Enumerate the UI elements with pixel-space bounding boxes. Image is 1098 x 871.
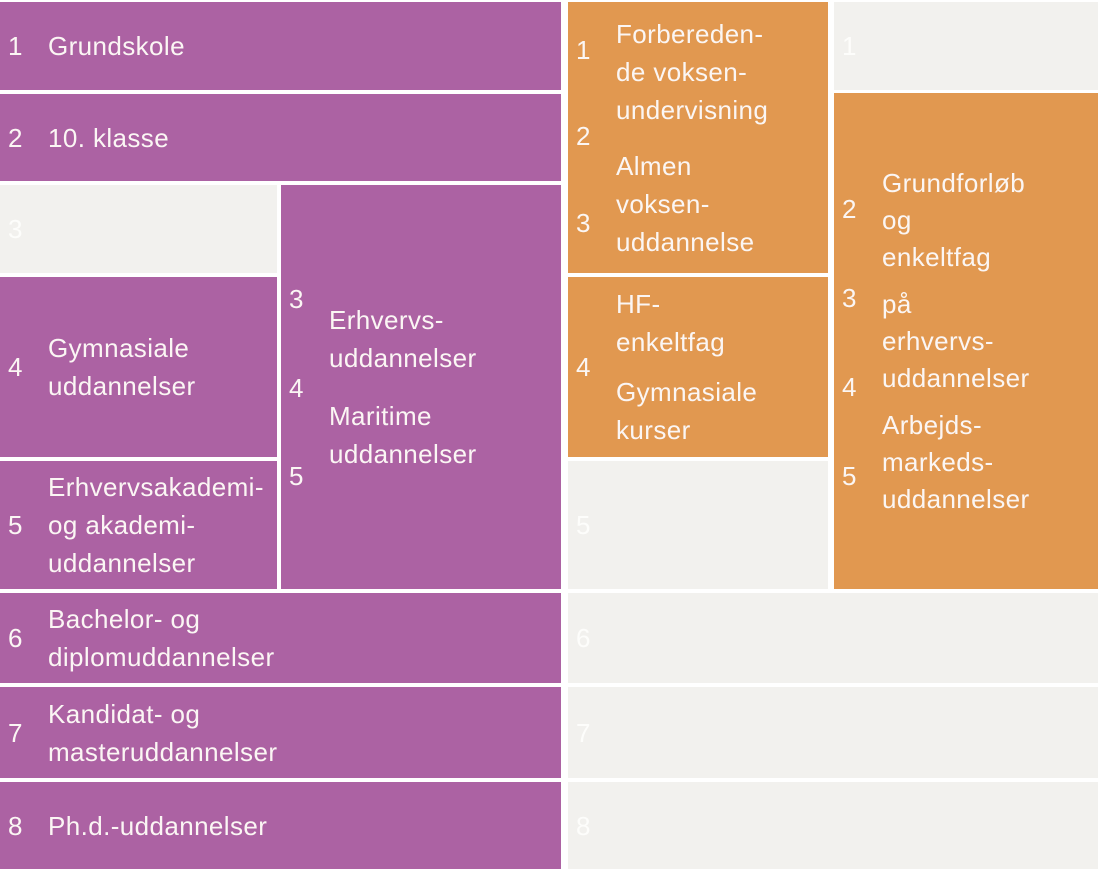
- level-number-1: 1: [8, 31, 23, 61]
- block-hf-label: HF- enkeltfag Gymnasiale kurser: [616, 285, 757, 449]
- block-bachelor-label: Bachelor- og diplomuddannelser: [48, 600, 275, 676]
- level-number-2: 2: [576, 121, 591, 151]
- label-line: Bachelor- og: [48, 604, 201, 634]
- level-number-6: 6: [8, 623, 23, 653]
- level-number-3: 3: [576, 208, 591, 238]
- block-arbejdsmarkedsuddannelser: 2 3 4 5 Grundforløb og enkeltfag på erhv…: [834, 93, 1098, 589]
- block-level5-placeholder: 5: [568, 461, 828, 589]
- block-phd-uddannelser: 8 Ph.d.-uddannelser: [0, 782, 561, 869]
- level-number-5: 5: [842, 461, 857, 491]
- level-number-6-faint: 6: [576, 623, 591, 653]
- block-grundskole-label: Grundskole: [48, 27, 185, 65]
- level-number-3-faint: 3: [8, 214, 23, 244]
- block-10-klasse-label: 10. klasse: [48, 119, 169, 157]
- block-kandidat-master: 7 Kandidat- og masteruddannelser: [0, 687, 561, 778]
- label-line: enkeltfag: [882, 241, 992, 272]
- block-grundskole: 1 Grundskole: [0, 2, 561, 90]
- block-10-klasse: 2 10. klasse: [0, 94, 561, 181]
- label-line: Kandidat- og: [48, 698, 201, 729]
- level-number-4: 4: [576, 352, 591, 382]
- level-number-3: 3: [842, 283, 857, 313]
- label-item-hf-enkeltfag: HF- enkeltfag: [616, 285, 757, 361]
- label-item-maritime-uddannelser: Maritime uddannelser: [329, 397, 477, 473]
- level-number-8-faint: 8: [576, 810, 591, 841]
- label-line: HF-: [616, 289, 661, 319]
- label-line: erhvervs-: [882, 325, 994, 356]
- block-level3-placeholder: 3: [0, 185, 277, 273]
- label-line: uddannelse: [616, 226, 755, 257]
- level-number-1-faint: 1: [842, 31, 857, 61]
- label-line: Gymnasiale: [616, 377, 758, 407]
- level-number-2: 2: [8, 122, 23, 153]
- block-kandidat-label: Kandidat- og masteruddannelser: [48, 695, 277, 771]
- label-line: Almen: [616, 150, 692, 181]
- label-line: Erhvervsakademi-: [48, 472, 264, 502]
- label-line: Gymnasiale: [48, 333, 190, 363]
- label-line: Arbejds-: [882, 409, 983, 440]
- label-item-erhvervsuddannelser: Erhvervs- uddannelser: [329, 301, 477, 377]
- block-erhvervsakademi-label: Erhvervsakademi- og akademi- uddannelser: [48, 468, 264, 582]
- block-level8-placeholder: 8: [568, 782, 1098, 869]
- level-number-5: 5: [8, 510, 23, 540]
- block-hf-enkeltfag: 4 HF- enkeltfag Gymnasiale kurser: [568, 277, 828, 457]
- label-line: uddannelser: [882, 362, 1030, 393]
- level-number-5: 5: [289, 461, 304, 491]
- block-voksenundervisning: 1 2 3 Forbereden- de voksen- undervisnin…: [568, 2, 828, 273]
- label-line: og: [882, 204, 912, 235]
- block-level7-placeholder: 7: [568, 687, 1098, 778]
- label-line: Grundforløb: [882, 167, 1026, 198]
- label-line: 10. klasse: [48, 122, 170, 153]
- level-number-1: 1: [576, 35, 591, 65]
- level-number-7: 7: [8, 717, 23, 748]
- block-phd-label: Ph.d.-uddannelser: [48, 807, 267, 845]
- level-number-4: 4: [842, 372, 857, 402]
- label-line: Maritime: [329, 401, 432, 431]
- label-item-paa-erhvervsuddannelser: på erhvervs- uddannelser: [882, 286, 1030, 397]
- label-line: enkeltfag: [616, 327, 726, 357]
- level-number-8: 8: [8, 810, 23, 841]
- label-line: uddannelser: [329, 439, 477, 469]
- block-erhvervsuddannelser-label: Erhvervs- uddannelser Maritime uddannels…: [329, 301, 477, 473]
- level-number-3: 3: [289, 284, 304, 314]
- label-line: undervisning: [616, 94, 769, 125]
- label-item-grundforloeb-enkeltfag: Grundforløb og enkeltfag: [882, 165, 1030, 276]
- block-erhvervsuddannelser: 3 4 5 Erhvervs- uddannelser Maritime udd…: [281, 185, 561, 589]
- block-gymnasiale-uddannelser: 4 Gymnasiale uddannelser: [0, 277, 277, 457]
- label-line: uddannelser: [882, 483, 1030, 514]
- label-item-arbejdsmarkedsuddannelser: Arbejds- markeds- uddannelser: [882, 407, 1030, 518]
- block-level6-placeholder: 6: [568, 593, 1098, 683]
- level-number-2: 2: [842, 194, 857, 224]
- block-amu-label: Grundforløb og enkeltfag på erhvervs- ud…: [882, 165, 1030, 518]
- label-line: diplomuddannelser: [48, 642, 275, 672]
- label-line: uddannelser: [48, 371, 196, 401]
- block-bachelor-diplom: 6 Bachelor- og diplomuddannelser: [0, 593, 561, 683]
- label-line: uddannelser: [329, 343, 477, 373]
- level-number-5-faint: 5: [576, 510, 591, 540]
- label-line: Ph.d.-uddannelser: [48, 810, 268, 841]
- label-line: markeds-: [882, 446, 994, 477]
- label-line: Erhvervs-: [329, 305, 444, 335]
- label-item-gymnasiale-kurser: Gymnasiale kurser: [616, 373, 757, 449]
- label-line: og akademi-: [48, 510, 196, 540]
- label-line: på: [882, 288, 912, 319]
- label-line: uddannelser: [48, 548, 196, 578]
- label-item-forberedende-voksenundervisning: Forbereden- de voksen- undervisning: [616, 15, 768, 129]
- label-line: Forbereden-: [616, 18, 764, 49]
- block-level1-placeholder: 1: [834, 2, 1098, 90]
- label-line: de voksen-: [616, 56, 748, 87]
- block-voksenundervisning-label: Forbereden- de voksen- undervisning Alme…: [616, 15, 768, 261]
- label-line: masteruddannelser: [48, 736, 278, 767]
- label-line: kurser: [616, 415, 691, 445]
- level-number-4: 4: [289, 373, 304, 403]
- block-gymnasiale-label: Gymnasiale uddannelser: [48, 329, 196, 405]
- level-number-4: 4: [8, 352, 23, 382]
- level-number-7-faint: 7: [576, 717, 591, 748]
- label-line: Grundskole: [48, 31, 185, 61]
- label-line: voksen-: [616, 188, 710, 219]
- block-erhvervsakademi: 5 Erhvervsakademi- og akademi- uddannels…: [0, 461, 277, 589]
- label-item-almen-voksenuddannelse: Almen voksen- uddannelse: [616, 147, 768, 261]
